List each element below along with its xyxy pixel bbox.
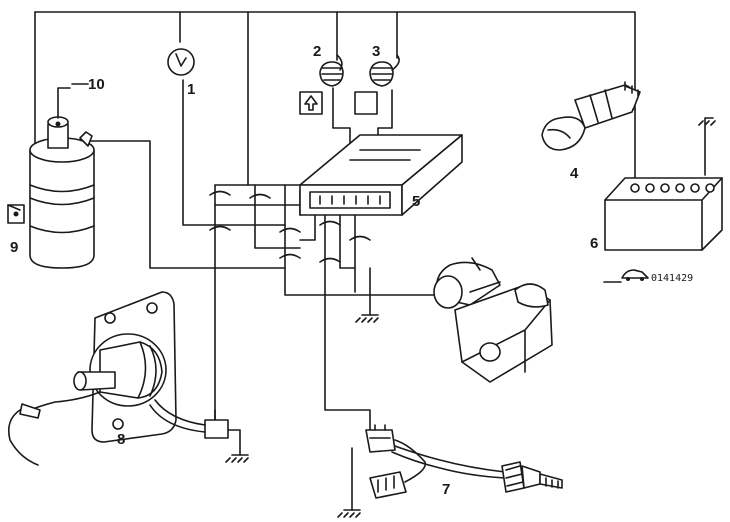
callout-3: 3 [372,43,380,60]
control-module-5 [299,134,463,216]
ignition-coil-9 [7,87,95,269]
sensor-8 [7,291,206,466]
figure-code: 0141429 [651,273,693,284]
switch-4 [541,81,641,151]
callout-5: 5 [412,193,420,210]
callout-1: 1 [187,81,195,98]
callout-6: 6 [590,235,598,252]
callout-10: 10 [88,76,105,93]
callout-7: 7 [442,481,450,498]
callout-4: 4 [570,165,579,182]
battery-6 [604,177,723,251]
distributor-sensor [433,257,553,383]
sensor-7 [365,424,563,499]
callout-leaders [7,83,89,211]
callout-8: 8 [117,431,125,448]
car-icon [603,269,649,283]
ground-symbols [225,117,716,518]
blank-indicator-square [354,91,378,115]
warning-lamp-3 [369,54,400,87]
warning-lamp-2 [319,54,344,87]
callout-9: 9 [10,239,18,256]
callout-2: 2 [313,43,321,60]
up-arrow-icon [299,91,323,115]
indicator-lamp-1 [167,48,195,76]
